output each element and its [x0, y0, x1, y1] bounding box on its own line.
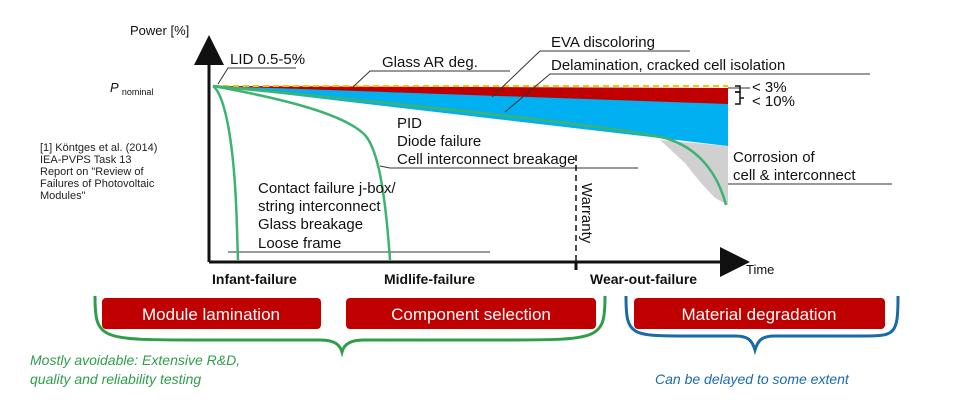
infant-cause-4: Loose frame [258, 235, 341, 252]
reference-line-3: Report on "Review of [40, 166, 145, 178]
lid-label: LID 0.5-5% [230, 51, 305, 68]
delamination-label: Delamination, cracked cell isolation [551, 57, 785, 74]
lid-leader [217, 67, 296, 85]
component-selection-label: Component selection [391, 305, 551, 324]
midlife-cause-3: Cell interconnect breakage [397, 151, 575, 168]
avoidable-line-1: Mostly avoidable: Extensive R&D, [30, 352, 240, 368]
midlife-cause-1: PID [397, 115, 422, 132]
lt10-bracket [735, 91, 744, 105]
lt3-bracket [735, 85, 741, 93]
reference-line-4: Failures of Photovoltaic [40, 178, 155, 190]
gray-corrosion-band [660, 140, 728, 205]
wearout-failure-curve [212, 84, 728, 206]
phase-midlife: Midlife-failure [384, 271, 475, 287]
material-degradation-box [634, 298, 885, 329]
infant-cause-3: Glass breakage [258, 216, 363, 233]
corrosion-line-1: Corrosion of [733, 149, 816, 166]
green-brace [93, 295, 607, 358]
eva-label: EVA discoloring [551, 34, 655, 51]
delayed-note: Can be delayed to some extent [655, 371, 850, 387]
material-degradation-label: Material degradation [682, 305, 837, 324]
p-nominal-label: P nominal [110, 80, 153, 97]
reference-line-1: [1] Köntges et al. (2014) [40, 142, 157, 154]
x-axis-label: Time [746, 262, 774, 277]
delamination-leader [504, 73, 870, 113]
y-axis-label: Power [%] [130, 23, 189, 38]
red-degradation-band [213, 86, 728, 104]
reference-line-2: IEA-PVPS Task 13 [40, 154, 132, 166]
p-nominal-sub: nominal [122, 87, 154, 97]
lt3-label: < 3% [752, 79, 787, 96]
glass-ar-label: Glass AR deg. [382, 54, 478, 71]
midlife-cause-2: Diode failure [397, 133, 481, 150]
module-lamination-label: Module lamination [142, 305, 280, 324]
infant-causes: Contact failure j-box/ string interconne… [258, 180, 400, 252]
corrosion-line-2: cell & interconnect [733, 167, 856, 184]
glass-ar-leader [352, 70, 510, 88]
corrosion-label: Corrosion of cell & interconnect [733, 149, 856, 184]
phase-wearout: Wear-out-failure [590, 271, 697, 287]
midlife-causes: PID Diode failure Cell interconnect brea… [397, 115, 575, 168]
reference-note: [1] Köntges et al. (2014) IEA-PVPS Task … [40, 142, 160, 202]
warranty-label: Warranty [578, 183, 595, 244]
phase-infant: Infant-failure [212, 271, 297, 287]
infant-failure-curve [212, 85, 240, 261]
blue-brace [624, 295, 900, 356]
p-nominal-main: P [110, 80, 119, 95]
blue-degradation-band [213, 86, 728, 146]
component-selection-box [346, 298, 596, 329]
eva-leader [491, 50, 690, 98]
midlife-leader [379, 165, 638, 169]
infant-cause-2: string interconnect [258, 198, 381, 215]
infant-cause-1: Contact failure j-box/ [258, 180, 396, 197]
avoidable-note: Mostly avoidable: Extensive R&D, quality… [30, 352, 244, 387]
module-lamination-box [102, 298, 321, 329]
lt10-label: < 10% [752, 93, 795, 110]
reference-line-5: Modules" [40, 190, 86, 202]
midlife-failure-curve [212, 84, 392, 261]
avoidable-line-2: quality and reliability testing [30, 371, 201, 387]
